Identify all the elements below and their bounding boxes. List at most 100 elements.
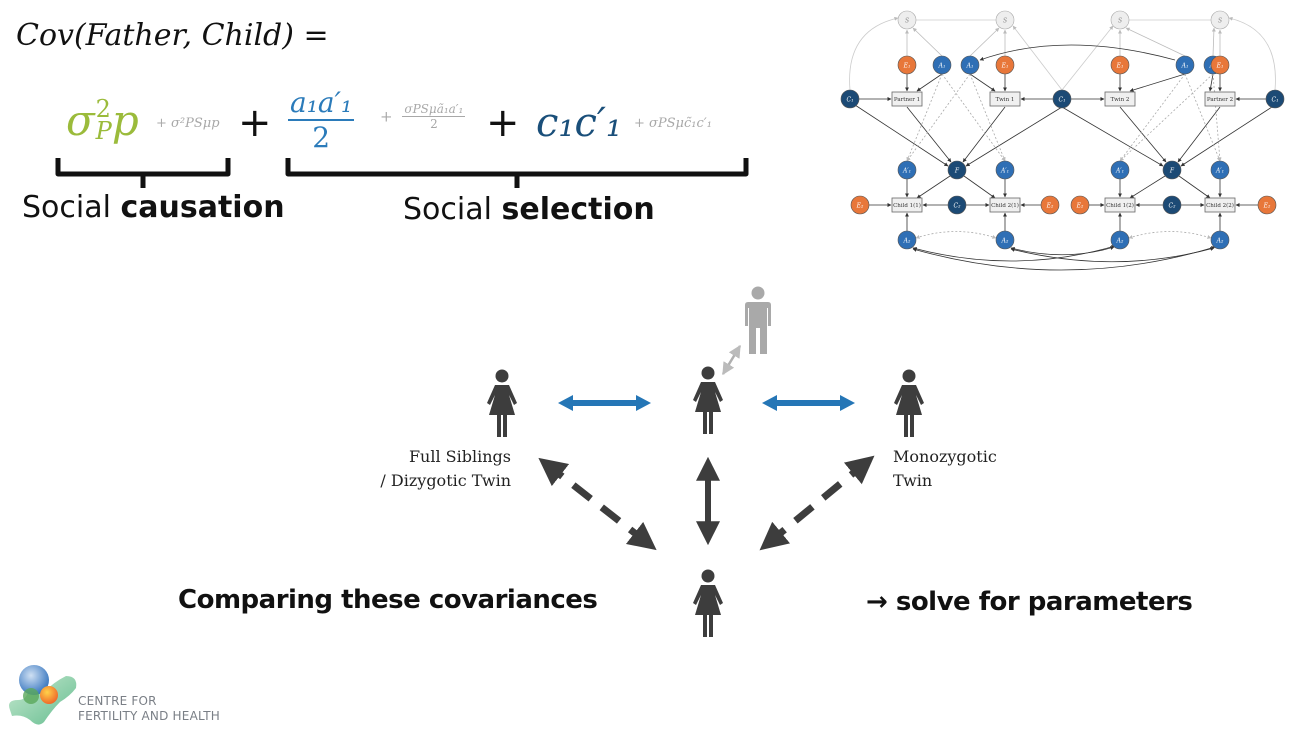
selection-brace <box>285 158 749 188</box>
braces <box>55 158 749 188</box>
a2-node: A₂ <box>995 230 1015 250</box>
sibling-woman-icon <box>487 369 517 437</box>
path-model-edges <box>849 16 1276 271</box>
causation-label-regular: Social <box>22 190 121 225</box>
svg-text:A₁: A₁ <box>1181 63 1189 70</box>
svg-text:E₁: E₁ <box>1116 63 1124 70</box>
causation-brace <box>55 158 231 188</box>
svg-text:C₁: C₁ <box>1059 97 1066 104</box>
e2-node: E₂ <box>1070 195 1090 215</box>
path-edge-curve <box>1228 16 1276 91</box>
e1-node: E₁ <box>1210 55 1230 75</box>
svg-text:A₂: A₂ <box>1216 238 1224 245</box>
mother-woman-icon <box>693 366 723 434</box>
svg-text:S: S <box>1118 18 1122 25</box>
centre-logo-text: CENTRE FOR FERTILITY AND HEALTH <box>78 694 220 724</box>
path-edge <box>969 73 996 92</box>
causation-label: Social causation <box>22 190 285 225</box>
child-box: Child 1(2) <box>1104 197 1136 213</box>
sibling-twin-arrow <box>558 395 651 411</box>
sibling-label-line2: / Dizygotic Twin <box>380 471 511 490</box>
selection-label-regular: Social <box>403 192 502 227</box>
c1-node: C₁ <box>1265 89 1285 109</box>
path-edge-curve <box>912 246 1216 271</box>
child-woman-icon <box>693 569 723 637</box>
path-edge <box>1061 106 1164 167</box>
path-edge <box>1177 106 1221 163</box>
svg-text:C₁: C₁ <box>847 97 854 104</box>
path-edge-curve <box>1010 247 1215 263</box>
c1-node: C₁ <box>1052 89 1072 109</box>
plus-sign-1: + <box>238 100 272 146</box>
causation-extra-term: + σ²PSμp <box>156 116 220 131</box>
genetic-denominator: 2 <box>312 121 331 154</box>
genetic-term: a₁a′₁ 2 <box>288 86 355 154</box>
genetic-extra-plus: + <box>380 107 393 126</box>
mz-twin-label-line1: Monozygotic <box>893 447 997 466</box>
path-edge-curve <box>1128 231 1212 239</box>
path-edge <box>912 27 943 57</box>
svg-text:E₁: E₁ <box>903 63 911 70</box>
svg-text:F: F <box>954 168 960 175</box>
svg-text:Twin 2: Twin 2 <box>1111 97 1130 103</box>
svg-text:S: S <box>1003 18 1007 25</box>
path-edge <box>906 106 952 163</box>
selection-label: Social selection <box>403 192 655 227</box>
parent-box: Partner 1 <box>891 91 923 107</box>
c1-node: C₁ <box>840 89 860 109</box>
path-edge <box>1212 73 1222 162</box>
svg-text:A′₁: A′₁ <box>1115 168 1124 175</box>
e1-node: E₁ <box>897 55 917 75</box>
s-node: S <box>1110 10 1130 30</box>
svg-text:F: F <box>1169 168 1175 175</box>
path-edge <box>941 73 1006 162</box>
path-model-diagram: SSSSA₁A₁A₁A₁E₁E₁E₁E₁C₁C₁C₁Partner 1Twin … <box>840 10 1285 271</box>
svg-text:A₂: A₂ <box>903 238 911 245</box>
logo-line2: FERTILITY AND HEALTH <box>78 709 220 723</box>
path-edge <box>1012 25 1063 91</box>
svg-text:Partner 1: Partner 1 <box>894 97 920 103</box>
e1-node: E₁ <box>995 55 1015 75</box>
genetic-numerator: a₁a′₁ <box>290 86 353 119</box>
svg-text:E₁: E₁ <box>1001 63 1009 70</box>
parent-box: Twin 2 <box>1104 91 1136 107</box>
svg-text:S: S <box>905 18 909 25</box>
genetic-extra-denominator: 2 <box>430 117 438 131</box>
path-edge <box>1178 175 1211 199</box>
path-edge <box>1119 73 1214 162</box>
path-edge-curve <box>979 44 1176 61</box>
a2-node: A₂ <box>897 230 917 250</box>
genetic-extra-numerator: σPSμã₁a′₁ <box>404 102 464 116</box>
a1-node: A₁ <box>932 55 952 75</box>
svg-text:A₂: A₂ <box>1001 238 1009 245</box>
svg-text:Partner 2: Partner 2 <box>1207 97 1233 103</box>
child-sibling-dashed-arrow <box>538 457 657 551</box>
partner-man-icon <box>745 286 771 354</box>
e2-node: E₂ <box>1040 195 1060 215</box>
a1-prime-node: A′₁ <box>1110 160 1130 180</box>
path-edge <box>1211 27 1216 57</box>
a1-prime-node: A′₁ <box>995 160 1015 180</box>
path-edge <box>1125 27 1186 57</box>
child-box: Child 2(2) <box>1204 197 1236 213</box>
e2-node: E₂ <box>850 195 870 215</box>
selection-label-bold: selection <box>501 192 655 227</box>
parent-box: Partner 2 <box>1204 91 1236 107</box>
path-edge <box>1129 175 1166 199</box>
sibling-label: Full Siblings / Dizygotic Twin <box>380 445 511 493</box>
a1-prime-node: A′₁ <box>897 160 917 180</box>
path-edge <box>916 73 943 92</box>
causation-label-bold: causation <box>120 190 285 225</box>
path-edge <box>1119 106 1167 163</box>
svg-text:Child 1(2): Child 1(2) <box>1106 202 1134 209</box>
comparing-covariances-text: Comparing these covariances <box>178 585 598 615</box>
causation-tail: p <box>111 96 139 145</box>
causation-sup: 2 <box>95 95 111 123</box>
f-node: F <box>947 160 967 180</box>
c2-node: C₂ <box>947 195 967 215</box>
mz-twin-arrow <box>762 395 855 411</box>
centre-logo-icon <box>9 665 77 725</box>
s-node: S <box>995 10 1015 30</box>
mz-twin-woman-icon <box>894 369 924 437</box>
